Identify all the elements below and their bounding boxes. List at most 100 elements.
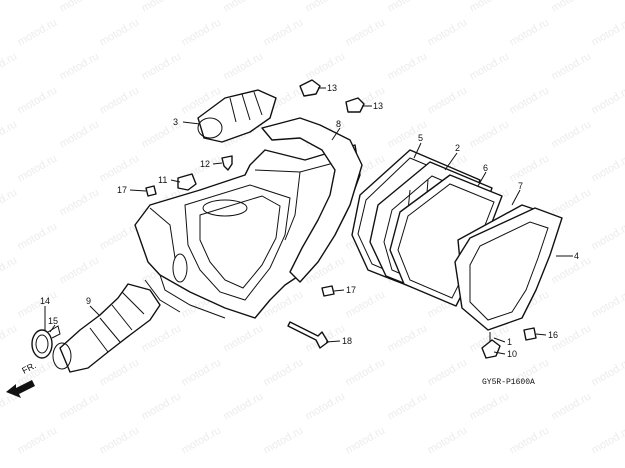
- watermark-text: motod.ru: [344, 16, 388, 48]
- fastener-grommet-13b: [345, 97, 365, 113]
- watermark-text: motod.ru: [304, 0, 348, 15]
- watermark-text: motod.ru: [508, 16, 552, 48]
- watermark-text: motod.ru: [16, 356, 60, 388]
- watermark-text: motod.ru: [180, 16, 224, 48]
- watermark-text: motod.ru: [0, 186, 19, 218]
- callout-9: 9: [86, 296, 91, 306]
- watermark-text: motod.ru: [426, 356, 470, 388]
- leader-lines: [44, 87, 573, 355]
- callout-13b: 13: [373, 101, 383, 111]
- watermark-text: motod.ru: [58, 186, 102, 218]
- watermark-text: motod.ru: [468, 50, 512, 82]
- watermark-text: motod.ru: [140, 0, 184, 15]
- callout-16: 16: [548, 330, 558, 340]
- watermark-text: motod.ru: [16, 16, 60, 48]
- intake-tube: [197, 89, 277, 143]
- watermark-text: motod.ru: [98, 84, 142, 116]
- watermark-text: motod.ru: [58, 254, 102, 286]
- watermark-text: motod.ru: [58, 0, 102, 15]
- watermark-text: motod.ru: [508, 84, 552, 116]
- watermark-text: motod.ru: [98, 424, 142, 456]
- watermark-text: motod.ru: [98, 152, 142, 184]
- watermark-text: motod.ru: [386, 390, 430, 422]
- callout-6: 6: [483, 163, 488, 173]
- watermark-text: motod.ru: [468, 390, 512, 422]
- fastener-17b: [321, 285, 335, 297]
- watermark-text: motod.ru: [262, 424, 306, 456]
- callout-10: 10: [507, 349, 517, 359]
- watermark-text: motod.ru: [58, 390, 102, 422]
- watermark-text: motod.ru: [426, 424, 470, 456]
- watermark-text: motod.ru: [386, 50, 430, 82]
- fastener-11: [177, 173, 197, 191]
- watermark-text: motod.ru: [262, 356, 306, 388]
- watermark-text: motod.ru: [180, 424, 224, 456]
- callout-2: 2: [455, 143, 460, 153]
- watermark-text: motod.ru: [304, 50, 348, 82]
- watermark-text: motod.ru: [344, 356, 388, 388]
- watermark-text: motod.ru: [16, 84, 60, 116]
- fastener-17a: [145, 185, 157, 197]
- callout-5: 5: [418, 133, 423, 143]
- watermark-text: motod.ru: [508, 152, 552, 184]
- side-cover: [454, 207, 563, 331]
- callout-15: 15: [48, 316, 58, 326]
- fastener-grommet-13a: [299, 79, 321, 97]
- callout-13a: 13: [327, 83, 337, 93]
- watermark-text: motod.ru: [590, 152, 625, 184]
- watermark-text: motod.ru: [180, 356, 224, 388]
- watermark-text: motod.ru: [550, 186, 594, 218]
- connecting-boot: [52, 283, 161, 373]
- watermark-text: motod.ru: [590, 424, 625, 456]
- watermark-text: motod.ru: [0, 254, 19, 286]
- watermark-text: motod.ru: [304, 390, 348, 422]
- watermark-text: motod.ru: [0, 0, 19, 15]
- watermark-text: motod.ru: [386, 0, 430, 15]
- callout-3: 3: [173, 117, 178, 127]
- watermark-text: motod.ru: [468, 118, 512, 150]
- callout-labels: 3 13 13 8 12 11 17 5 2 6 7 4 17 18 16 1 …: [40, 83, 579, 359]
- hose-clamp: [31, 325, 61, 359]
- watermark-text: motod.ru: [140, 322, 184, 354]
- watermark-text: motod.ru: [0, 50, 19, 82]
- watermark-text: motod.ru: [550, 118, 594, 150]
- watermark-text: motod.ru: [550, 390, 594, 422]
- fastener-12: [221, 155, 233, 171]
- callout-17b: 17: [346, 285, 356, 295]
- watermark-text: motod.ru: [222, 390, 266, 422]
- watermark-text: motod.ru: [140, 50, 184, 82]
- drain-tube: [481, 332, 501, 359]
- watermark-text: motod.ru: [344, 424, 388, 456]
- callout-1: 1: [507, 337, 512, 347]
- watermark-text: motod.ru: [58, 118, 102, 150]
- watermark-text: motod.ru: [222, 50, 266, 82]
- fastener-16: [523, 327, 537, 341]
- callout-12: 12: [200, 159, 210, 169]
- watermark-text: motod.ru: [426, 16, 470, 48]
- callout-8: 8: [336, 119, 341, 129]
- watermark-text: motod.ru: [550, 0, 594, 15]
- cover-plate: [261, 117, 363, 283]
- watermark-text: motod.ru: [508, 424, 552, 456]
- watermark-text: motod.ru: [590, 356, 625, 388]
- watermark-text: motod.ru: [58, 50, 102, 82]
- watermark-text: motod.ru: [590, 288, 625, 320]
- watermark-text: motod.ru: [222, 0, 266, 15]
- callout-4: 4: [574, 251, 579, 261]
- watermark-text: motod.ru: [426, 84, 470, 116]
- watermark-text: motod.ru: [16, 220, 60, 252]
- long-bolt: [287, 321, 329, 349]
- watermark-text: motod.ru: [550, 254, 594, 286]
- watermark-text: motod.ru: [590, 84, 625, 116]
- watermark-text: motod.ru: [468, 0, 512, 15]
- diagram-code: GY5R-P1600A: [482, 378, 535, 387]
- watermark-text: motod.ru: [386, 322, 430, 354]
- watermark-text: motod.ru: [16, 152, 60, 184]
- watermark-text: motod.ru: [550, 50, 594, 82]
- callout-18: 18: [342, 336, 352, 346]
- watermark-text: motod.ru: [98, 356, 142, 388]
- watermark-text: motod.ru: [590, 16, 625, 48]
- watermark-text: motod.ru: [140, 390, 184, 422]
- callout-11: 11: [158, 175, 167, 185]
